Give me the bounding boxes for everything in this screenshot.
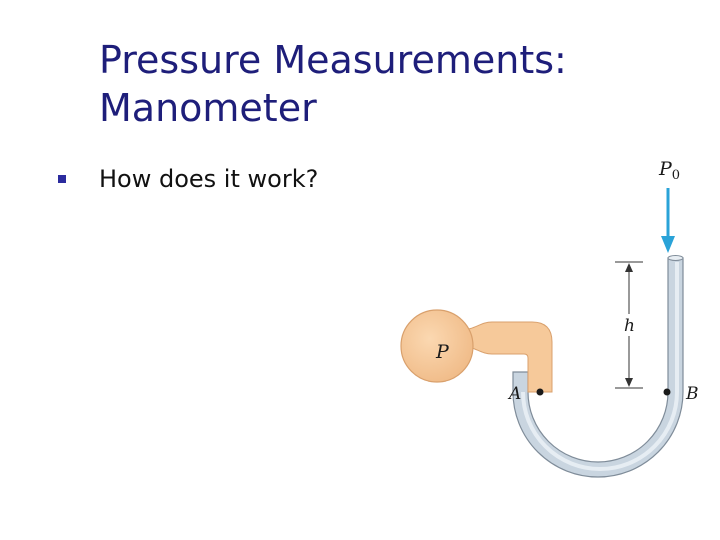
label-p0: P0 xyxy=(658,158,680,183)
bullet-square-icon xyxy=(58,175,66,183)
pressure-bulb xyxy=(400,309,474,383)
label-b: B xyxy=(685,384,699,404)
label-a: A xyxy=(507,384,521,404)
point-a xyxy=(536,388,544,396)
bullet-text: How does it work? xyxy=(99,165,319,193)
title-line-1: Pressure Measurements: xyxy=(99,38,567,82)
bullet-item: How does it work? xyxy=(58,162,318,196)
open-tube-end xyxy=(667,255,684,261)
u-tube xyxy=(512,257,684,478)
slide-title: Pressure Measurements: Manometer xyxy=(99,36,699,132)
atmospheric-pressure-arrow-icon xyxy=(661,188,675,253)
point-b xyxy=(663,388,671,396)
label-p: P xyxy=(435,341,450,363)
title-line-2: Manometer xyxy=(99,86,317,130)
label-h: h xyxy=(624,316,635,336)
fluid-pipe xyxy=(459,321,553,393)
height-dimension xyxy=(615,261,643,389)
